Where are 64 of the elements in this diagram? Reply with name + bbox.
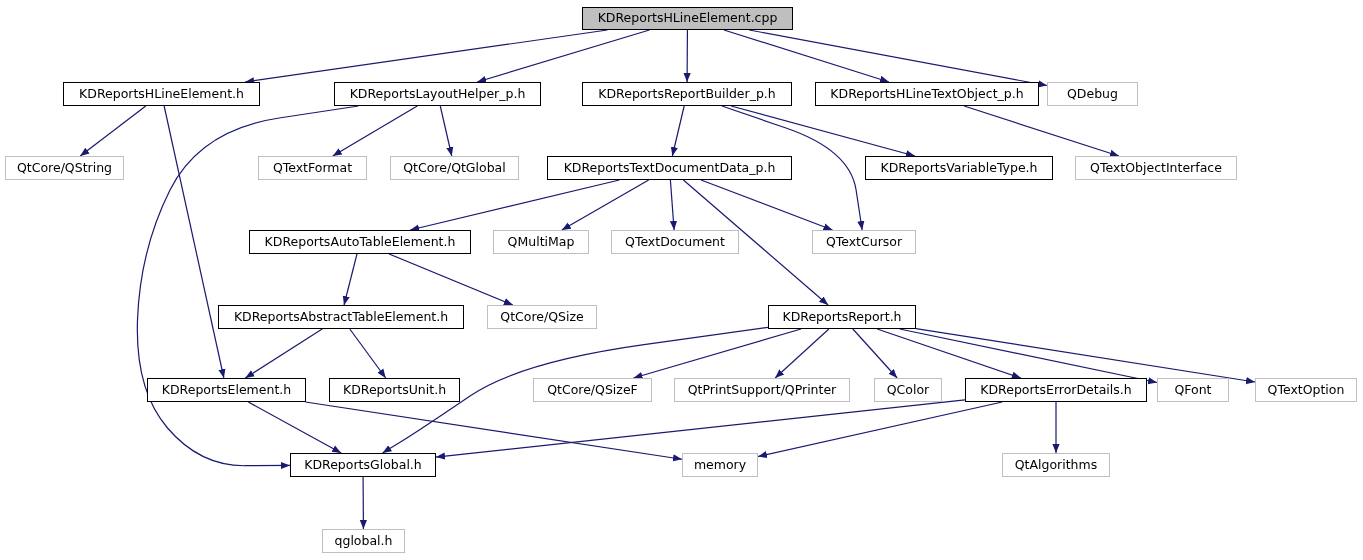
arrow xyxy=(435,399,966,460)
file-box: KDReportsElement.h xyxy=(147,378,306,402)
arrow xyxy=(381,326,769,454)
file-box: KDReportsAutoTableElement.h xyxy=(249,230,471,254)
file-box: qglobal.h xyxy=(322,529,405,553)
file-box: QTextFormat xyxy=(258,156,367,180)
file-box: QtCore/QtGlobal xyxy=(390,156,519,180)
file-box: QtCore/QString xyxy=(5,156,124,180)
file-box: QtAlgorithms xyxy=(1002,453,1110,477)
file-box: KDReportsReport.h xyxy=(768,305,916,329)
file-box: QMultiMap xyxy=(493,230,589,254)
file-box: QTextCursor xyxy=(812,230,916,254)
arrow xyxy=(244,328,323,379)
arrow xyxy=(247,401,342,454)
arrow xyxy=(332,105,418,157)
arrow xyxy=(632,328,802,379)
arrow xyxy=(700,179,834,231)
arrow xyxy=(304,401,683,462)
arrow xyxy=(721,105,865,231)
arrow xyxy=(915,328,1256,385)
arrow xyxy=(163,105,226,379)
file-box: QDebug xyxy=(1047,82,1138,106)
file-box: QtCore/QSizeF xyxy=(533,378,652,402)
arrow xyxy=(852,328,898,379)
arrow xyxy=(876,328,1022,379)
file-box: QTextDocument xyxy=(611,230,739,254)
file-box: QTextOption xyxy=(1255,378,1357,402)
arrow xyxy=(349,328,387,379)
file-box: KDReportsHLineTextObject_p.h xyxy=(815,82,1039,106)
arrow xyxy=(439,105,454,157)
file-box: KDReportsAbstractTableElement.h xyxy=(218,305,464,329)
file-box: KDReportsTextDocumentData_p.h xyxy=(547,156,792,180)
arrow xyxy=(359,476,367,530)
arrow xyxy=(683,29,691,83)
arrow xyxy=(774,328,830,379)
file-box: KDReportsHLineElement.cpp xyxy=(582,7,793,30)
file-box: KDReportsGlobal.h xyxy=(290,453,436,477)
arrow xyxy=(899,328,1158,385)
arrow xyxy=(342,253,358,306)
arrow xyxy=(670,105,685,157)
file-box: QFont xyxy=(1157,378,1229,402)
file-box: KDReportsVariableType.h xyxy=(865,156,1053,180)
file-box: KDReportsErrorDetails.h xyxy=(965,378,1147,402)
arrow xyxy=(388,253,514,306)
arrow xyxy=(79,105,147,157)
arrow xyxy=(476,29,650,83)
file-box: QtCore/QSize xyxy=(487,305,597,329)
file-box: KDReportsLayoutHelper_p.h xyxy=(334,82,541,106)
file-box: KDReportsReportBuilder_p.h xyxy=(582,82,792,106)
arrow xyxy=(963,105,1120,157)
file-box: KDReportsUnit.h xyxy=(329,378,460,402)
file-box: QTextObjectInterface xyxy=(1075,156,1237,180)
arrow xyxy=(1052,401,1060,454)
file-box: memory xyxy=(682,453,758,477)
arrow xyxy=(723,29,890,83)
arrow xyxy=(561,179,650,231)
arrow xyxy=(682,179,829,306)
file-box: QColor xyxy=(874,378,942,402)
arrow xyxy=(757,401,1003,459)
arrow xyxy=(730,105,916,158)
arrow xyxy=(409,179,620,232)
arrow xyxy=(669,179,678,231)
file-box: KDReportsHLineElement.h xyxy=(63,82,260,106)
file-box: QtPrintSupport/QPrinter xyxy=(674,378,850,402)
